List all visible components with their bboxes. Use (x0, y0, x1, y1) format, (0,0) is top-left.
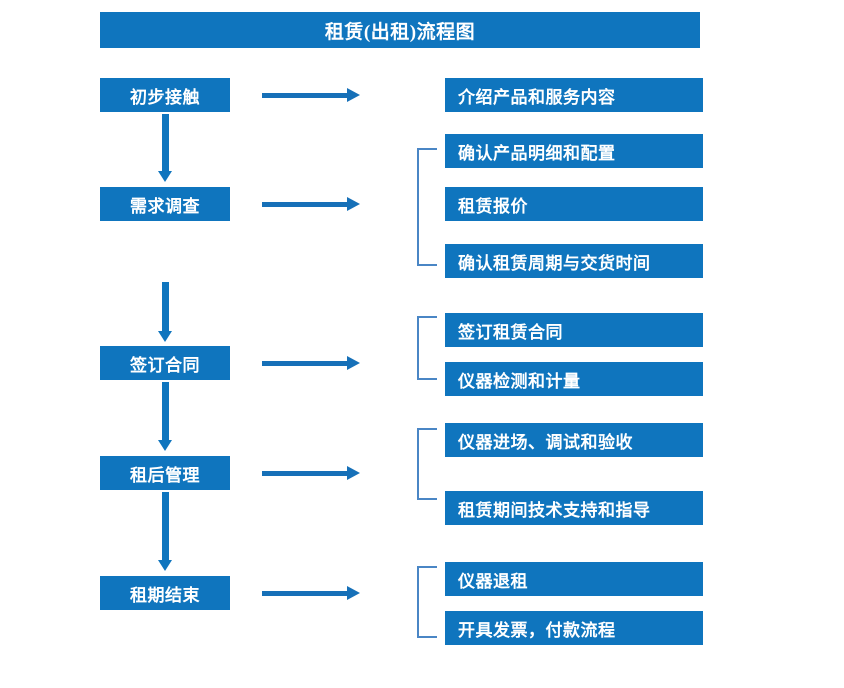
detail-box-confirm-product-details-config[interactable]: 确认产品明细和配置 (445, 134, 703, 168)
stage-box-needs-survey[interactable]: 需求调查 (100, 187, 230, 221)
vertical-arrow-icon-2 (158, 282, 172, 344)
detail-box-instrument-return[interactable]: 仪器退租 (445, 562, 703, 596)
group-bracket-needs-survey (417, 148, 437, 266)
detail-box-confirm-lease-period-delivery[interactable]: 确认租赁周期与交货时间 (445, 244, 703, 278)
diagram-title: 租赁(出租)流程图 (100, 12, 700, 48)
horizontal-arrow-icon-4 (262, 466, 360, 480)
vertical-arrow-icon-4 (158, 492, 172, 573)
detail-box-sign-lease-contract[interactable]: 签订租赁合同 (445, 313, 703, 347)
detail-box-invoice-payment-process[interactable]: 开具发票，付款流程 (445, 611, 703, 645)
horizontal-arrow-icon-2 (262, 197, 360, 211)
horizontal-arrow-icon-1 (262, 88, 360, 102)
group-bracket-sign-contract (417, 316, 437, 380)
stage-box-initial-contact[interactable]: 初步接触 (100, 78, 230, 112)
group-bracket-lease-end (417, 566, 437, 638)
vertical-arrow-icon-3 (158, 382, 172, 453)
stage-box-sign-contract[interactable]: 签订合同 (100, 346, 230, 380)
horizontal-arrow-icon-3 (262, 356, 360, 370)
detail-box-rental-quotation[interactable]: 租赁报价 (445, 187, 703, 221)
group-bracket-post-rental-management (417, 428, 437, 500)
stage-box-post-rental-management[interactable]: 租后管理 (100, 456, 230, 490)
horizontal-arrow-icon-5 (262, 586, 360, 600)
detail-box-instrument-inspection-metering[interactable]: 仪器检测和计量 (445, 362, 703, 396)
stage-box-lease-end[interactable]: 租期结束 (100, 576, 230, 610)
detail-box-technical-support-guidance[interactable]: 租赁期间技术支持和指导 (445, 491, 703, 525)
vertical-arrow-icon-1 (158, 114, 172, 184)
detail-box-introduce-products-services[interactable]: 介绍产品和服务内容 (445, 78, 703, 112)
detail-box-instrument-entry-debug-acceptance[interactable]: 仪器进场、调试和验收 (445, 423, 703, 457)
